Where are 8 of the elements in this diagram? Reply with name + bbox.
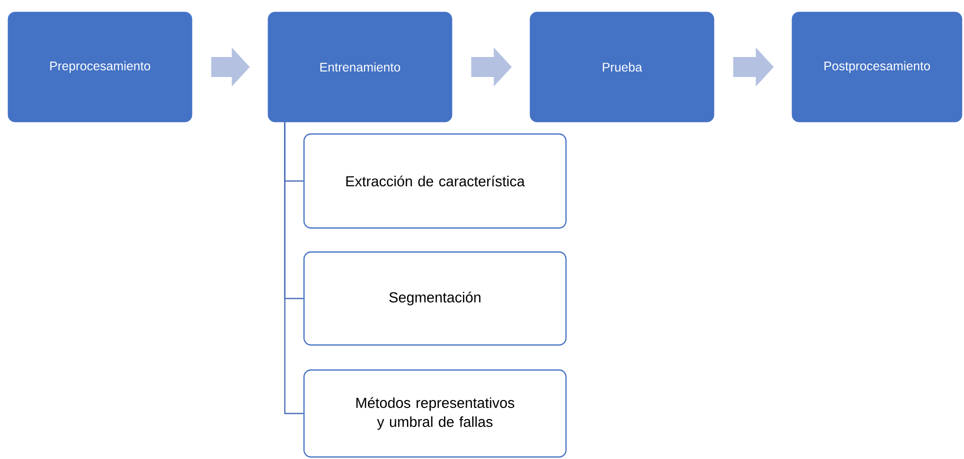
process-box: Postprocesamiento <box>792 12 962 122</box>
process-box: Entrenamiento <box>268 12 452 122</box>
step-box: Extracción de característica <box>303 133 567 229</box>
connector-line <box>284 122 304 414</box>
step-box: Métodos representativos y umbral de fallas <box>303 369 567 458</box>
process-box: Preprocesamiento <box>8 12 192 122</box>
process-box: Prueba <box>530 12 714 122</box>
step-box: Segmentación <box>303 251 567 346</box>
